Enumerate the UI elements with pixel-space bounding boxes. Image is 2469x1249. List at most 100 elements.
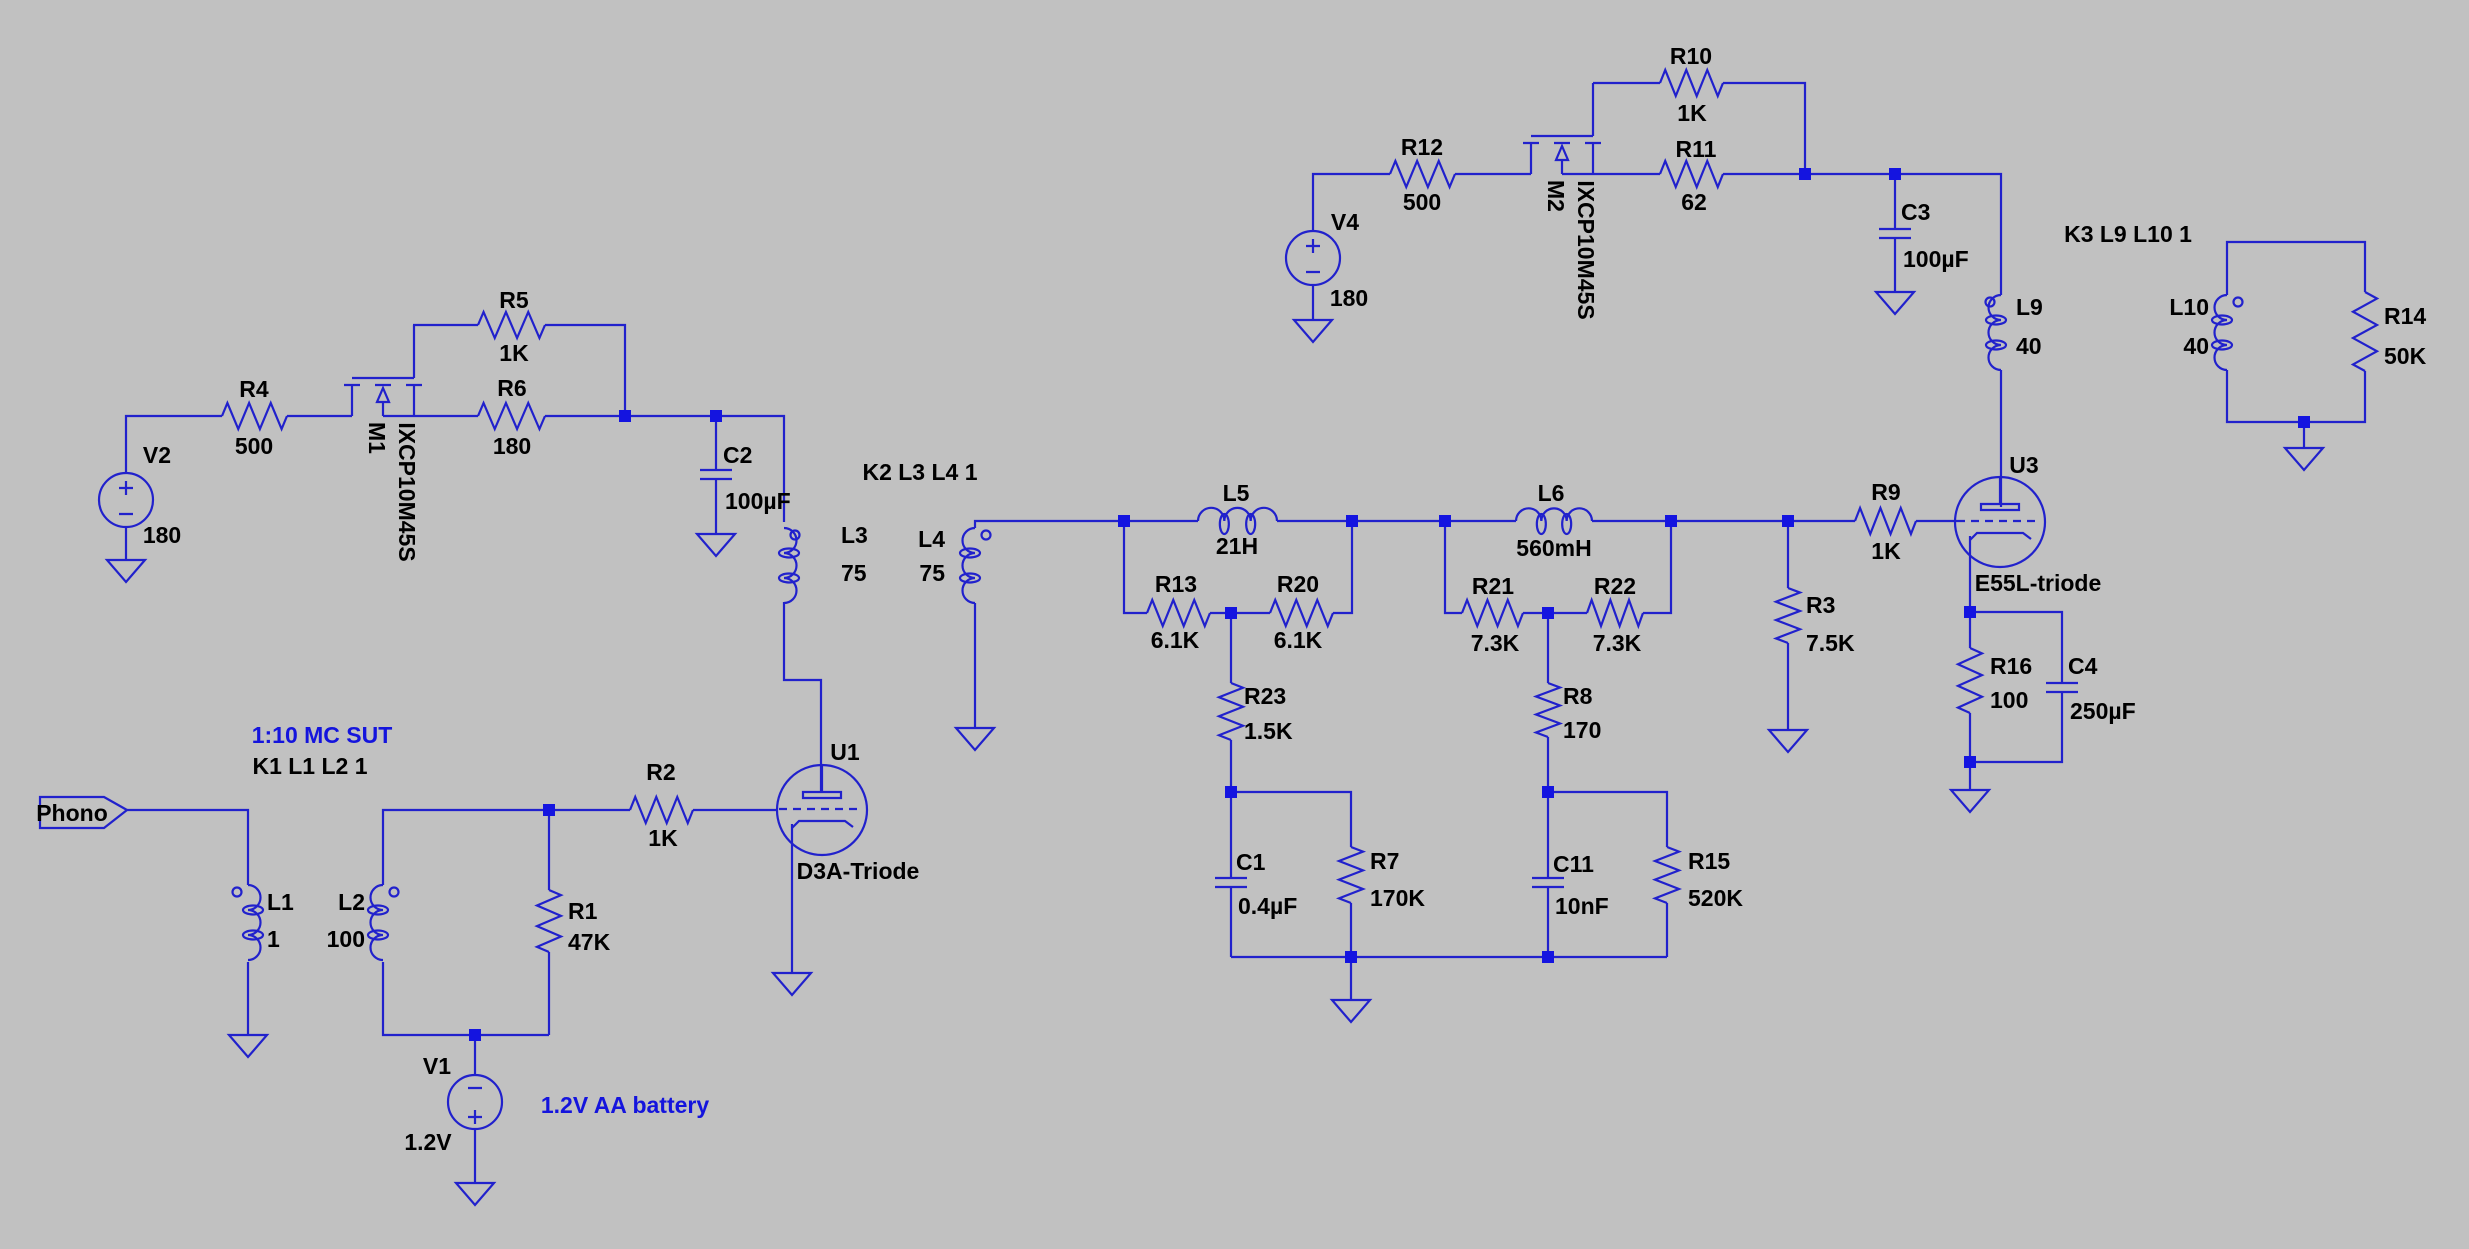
ground-icon[interactable] [954, 726, 996, 752]
resistor-R13[interactable]: R13 6.1K [1145, 571, 1212, 653]
ground-icon[interactable] [771, 971, 813, 997]
component-label: R7 [1370, 848, 1399, 874]
mosfet-M1[interactable]: M1 IXCP10M45S [344, 325, 422, 562]
mosfet-M2[interactable]: M2 IXCP10M45S [1523, 83, 1601, 320]
component-label: L1 [267, 889, 294, 915]
resistor-R12[interactable]: R12 500 [1388, 134, 1457, 215]
port-label: Phono [36, 800, 108, 826]
ground-icon[interactable] [1330, 998, 1372, 1024]
component-label: R12 [1401, 134, 1443, 160]
resistor-R11[interactable]: R11 62 [1658, 136, 1725, 215]
component-label: R5 [499, 287, 529, 313]
capacitor-C11[interactable]: C11 10nF [1532, 851, 1609, 919]
resistor-R14[interactable]: R14 50K [2350, 291, 2427, 372]
resistor-R6[interactable]: R6 180 [476, 375, 547, 459]
inductor-L2[interactable]: L2 100 [327, 883, 400, 962]
component-value: 1K [1677, 100, 1707, 126]
vsource-V4[interactable]: V4 180 [1284, 209, 1368, 311]
ground-icon[interactable] [2283, 446, 2325, 472]
ground-icon[interactable] [1874, 290, 1916, 316]
comment-mc-sut: 1:10 MC SUT [252, 722, 393, 748]
component-value: IXCP10M45S [1573, 180, 1599, 319]
component-label: R9 [1871, 479, 1900, 505]
capacitor-C2[interactable]: C2 100µF [700, 442, 791, 514]
resistor-R20[interactable]: R20 6.1K [1268, 571, 1335, 653]
comment-battery: 1.2V AA battery [541, 1092, 710, 1118]
ground-icon[interactable] [227, 1033, 269, 1059]
resistor-R3[interactable]: R3 7.5K [1772, 586, 1855, 656]
component-label: V4 [1331, 209, 1359, 235]
inductor-L5[interactable]: L5 21H [1196, 480, 1279, 559]
port-phono[interactable]: Phono [36, 795, 129, 830]
triode-U1[interactable]: U1 D3A-Triode [775, 739, 919, 884]
component-label: R14 [2384, 303, 2426, 329]
component-value: 100 [1990, 687, 2028, 713]
component-label: R8 [1563, 683, 1593, 709]
component-label: C3 [1901, 199, 1930, 225]
resistor-R22[interactable]: R22 7.3K [1585, 573, 1645, 656]
vsource-V1[interactable]: V1 1.2V [404, 1053, 504, 1155]
component-label: R11 [1676, 136, 1717, 162]
capacitor-C3[interactable]: C3 100µF [1879, 199, 1969, 272]
component-value: 1.2V [404, 1129, 452, 1155]
resistor-R7[interactable]: R7 170K [1335, 845, 1425, 911]
component-value: 500 [1403, 189, 1441, 215]
ground-icon[interactable] [105, 558, 147, 584]
resistor-R4[interactable]: R4 500 [220, 376, 289, 459]
resistor-R21[interactable]: R21 7.3K [1460, 573, 1525, 656]
inductor-L1[interactable]: L1 1 [231, 883, 295, 962]
component-label: R13 [1155, 571, 1197, 597]
resistor-R5[interactable]: R5 1K [476, 287, 547, 366]
component-label: R15 [1688, 848, 1730, 874]
inductor-L10[interactable]: L10 40 [2169, 293, 2244, 372]
resistor-R10[interactable]: R10 1K [1658, 43, 1725, 126]
resistor-R16[interactable]: R16 100 [1955, 646, 2032, 715]
ground-icon[interactable] [695, 532, 737, 558]
component-label: R21 [1472, 573, 1514, 599]
resistor-R1[interactable]: R1 47K [534, 888, 611, 955]
resistor-R8[interactable]: R8 170 [1532, 681, 1601, 743]
resistor-R9[interactable]: R9 1K [1853, 479, 1918, 564]
ground-icon[interactable] [1949, 788, 1991, 814]
wires[interactable] [124, 81, 2367, 1183]
ground-icon[interactable] [454, 1181, 496, 1207]
component-value: E55L-triode [1975, 570, 2102, 596]
resistor-R23[interactable]: R23 1.5K [1216, 681, 1293, 744]
resistor-R15[interactable]: R15 520K [1651, 845, 1743, 911]
component-label: C1 [1236, 849, 1266, 875]
component-value: 75 [841, 560, 867, 586]
triode-U3[interactable]: U3 E55L-triode [1953, 452, 2102, 596]
component-value: 40 [2016, 333, 2042, 359]
component-value: 1K [1871, 538, 1901, 564]
component-label: L9 [2016, 294, 2043, 320]
component-label: R20 [1277, 571, 1319, 597]
capacitor-C1[interactable]: C1 0.4µF [1215, 849, 1297, 919]
component-value: 7.3K [1593, 630, 1642, 656]
ground-icon[interactable] [1767, 728, 1809, 754]
wire-nodes [469, 168, 2310, 1041]
component-value: 100µF [1903, 246, 1969, 272]
component-value: 500 [235, 433, 273, 459]
component-label: R4 [239, 376, 269, 402]
component-value: 6.1K [1151, 627, 1200, 653]
component-value: 250µF [2070, 698, 2136, 724]
vsource-V2[interactable]: V2 180 [97, 442, 181, 548]
component-value: 21H [1216, 533, 1258, 559]
component-label: M1 [364, 422, 390, 454]
directive-k3: K3 L9 L10 1 [2064, 221, 2192, 247]
ground-icon[interactable] [1292, 318, 1334, 344]
component-value: 170 [1563, 717, 1601, 743]
component-label: L2 [338, 889, 365, 915]
component-value: 47K [568, 929, 611, 955]
component-label: R2 [646, 759, 675, 785]
inductor-L4[interactable]: L4 75 [918, 526, 992, 605]
inductor-L6[interactable]: L6 560mH [1514, 480, 1594, 561]
inductor-L3[interactable]: L3 75 [777, 522, 868, 605]
component-label: U3 [2009, 452, 2038, 478]
component-value: 1 [267, 926, 280, 952]
inductor-L9[interactable]: L9 40 [1984, 293, 2043, 372]
component-value: 6.1K [1274, 627, 1323, 653]
resistor-R2[interactable]: R2 1K [628, 759, 695, 851]
capacitor-C4[interactable]: C4 250µF [2046, 653, 2136, 724]
